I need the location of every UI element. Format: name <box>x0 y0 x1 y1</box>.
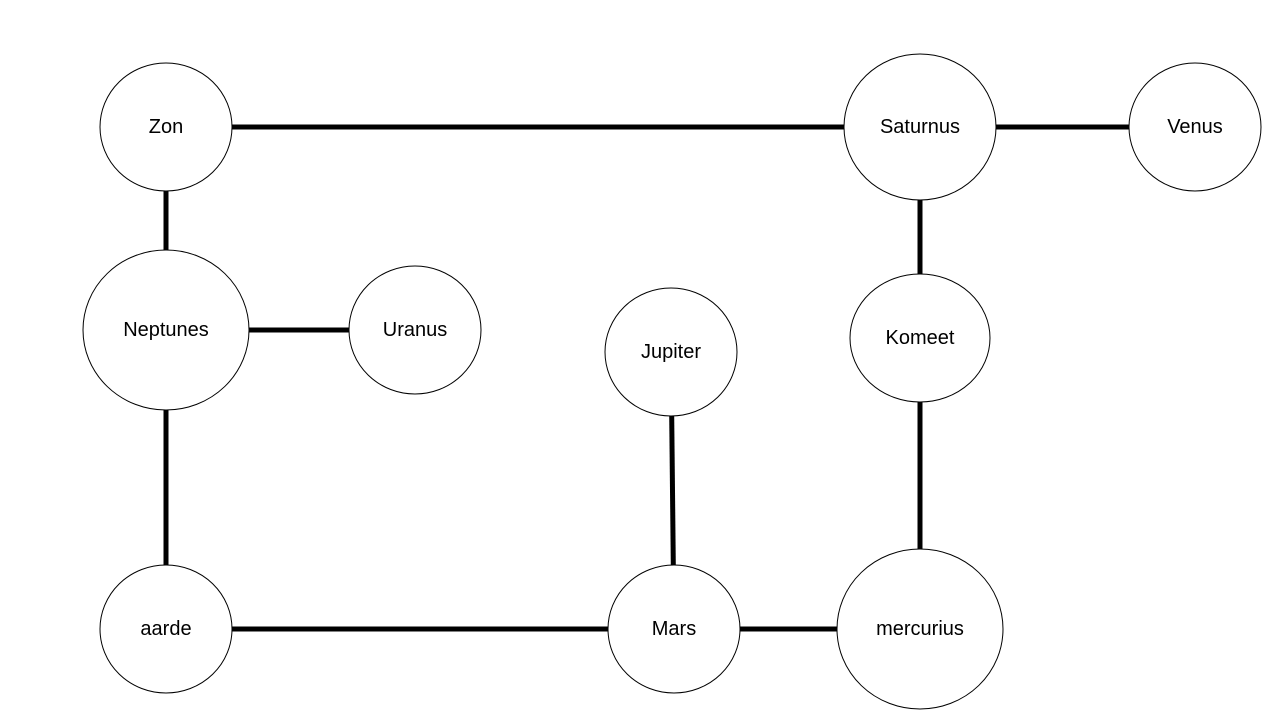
node-label-venus: Venus <box>1167 116 1223 138</box>
node-venus: Venus <box>1128 62 1262 192</box>
node-label-komeet: Komeet <box>886 327 955 349</box>
node-circle-mars <box>607 564 741 694</box>
node-circle-komeet <box>849 273 991 403</box>
node-label-jupiter: Jupiter <box>641 341 701 363</box>
node-label-mars: Mars <box>652 618 696 640</box>
node-komeet: Komeet <box>849 273 991 403</box>
node-label-uranus: Uranus <box>383 319 447 341</box>
edges-layer <box>163 124 1129 632</box>
node-label-aarde: aarde <box>140 618 191 640</box>
node-circle-saturnus <box>843 53 997 201</box>
node-circle-aarde <box>99 564 233 694</box>
node-zon: Zon <box>99 62 233 192</box>
node-label-saturnus: Saturnus <box>880 116 960 138</box>
node-label-neptunes: Neptunes <box>123 319 209 341</box>
node-aarde: aarde <box>99 564 233 694</box>
node-circle-jupiter <box>604 287 738 417</box>
node-label-zon: Zon <box>149 116 183 138</box>
node-circle-zon <box>99 62 233 192</box>
node-mercurius: mercurius <box>836 548 1004 710</box>
node-circle-neptunes <box>82 249 250 411</box>
node-saturnus: Saturnus <box>843 53 997 201</box>
node-neptunes: Neptunes <box>82 249 250 411</box>
node-jupiter: Jupiter <box>604 287 738 417</box>
edge-jupiter-mars <box>669 415 676 566</box>
node-circle-uranus <box>348 265 482 395</box>
node-circle-venus <box>1128 62 1262 192</box>
node-circle-mercurius <box>836 548 1004 710</box>
node-uranus: Uranus <box>348 265 482 395</box>
node-mars: Mars <box>607 564 741 694</box>
node-label-mercurius: mercurius <box>876 618 964 640</box>
